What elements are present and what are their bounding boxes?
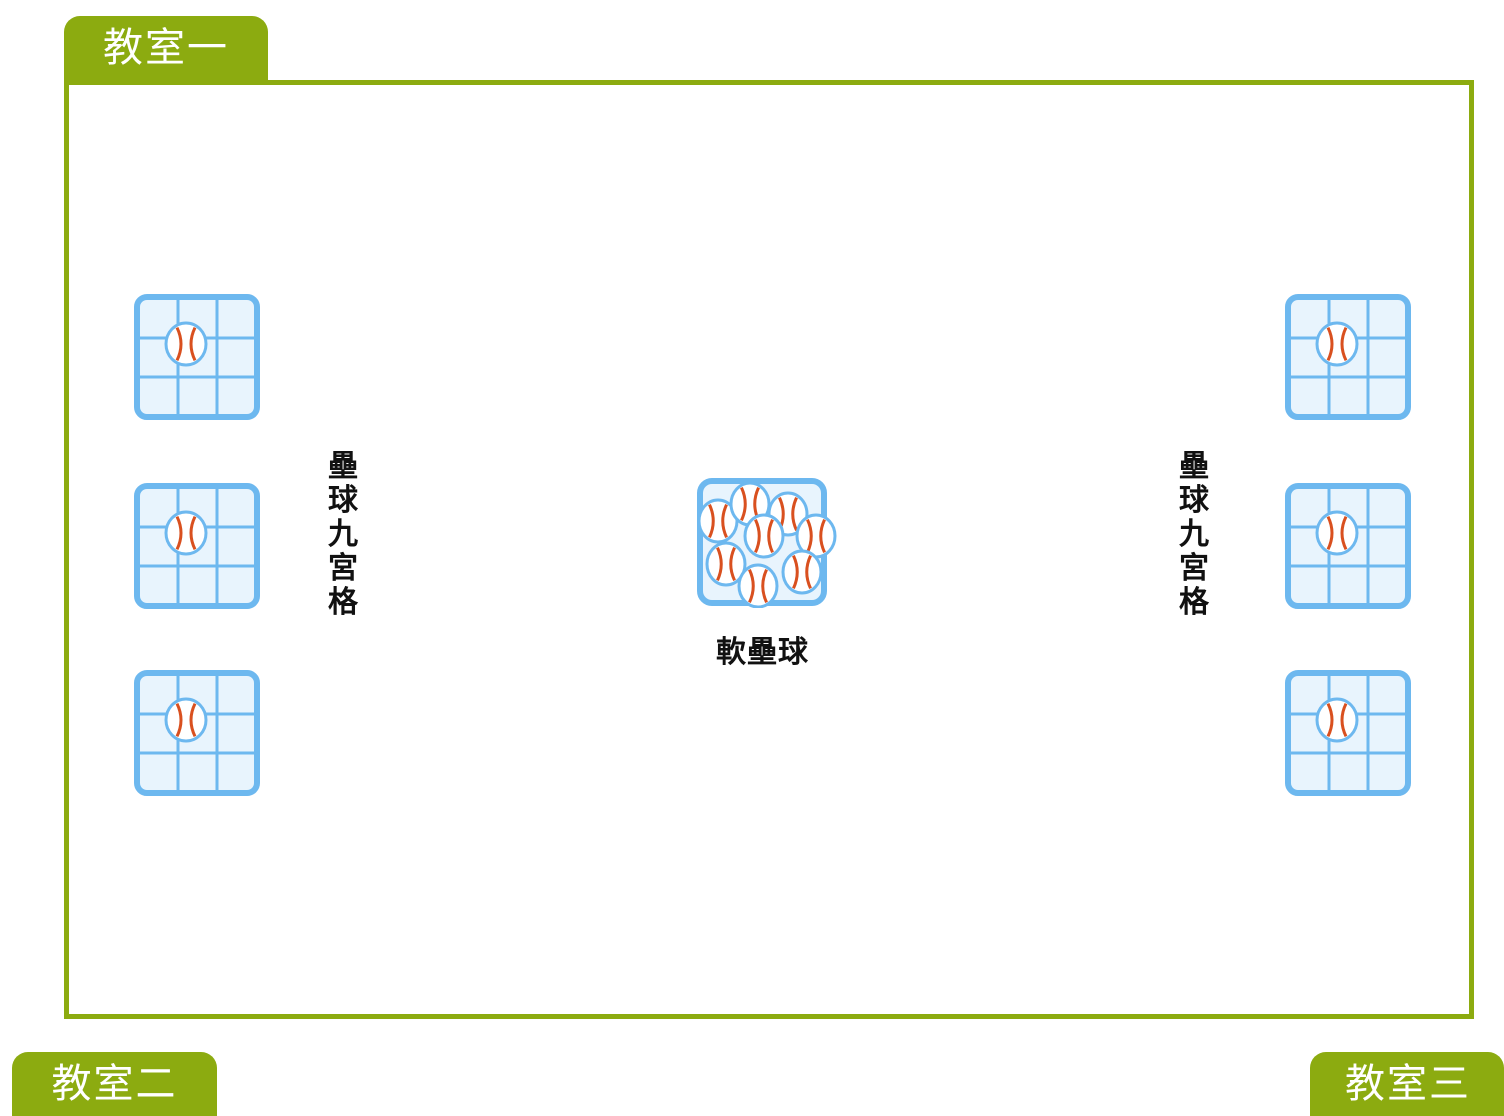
tab-classroom-3[interactable]: 教室三 [1310, 1052, 1504, 1116]
tic-tac-toe-grid-icon [1285, 294, 1411, 420]
tic-tac-toe-grid-icon [1285, 670, 1411, 796]
station-label-right: 壘球九宮格 [1179, 449, 1209, 620]
tic-tac-toe-grid-icon [1285, 483, 1411, 609]
station-label-center: 軟壘球 [716, 635, 809, 670]
tab-classroom-2[interactable]: 教室二 [12, 1052, 217, 1116]
softball-pile-icon [688, 476, 838, 609]
tic-tac-toe-grid-icon [134, 670, 260, 796]
tic-tac-toe-grid-icon [134, 483, 260, 609]
tic-tac-toe-grid-icon [134, 294, 260, 420]
station-label-left: 壘球九宮格 [328, 449, 358, 620]
tab-classroom-1[interactable]: 教室一 [64, 16, 268, 80]
